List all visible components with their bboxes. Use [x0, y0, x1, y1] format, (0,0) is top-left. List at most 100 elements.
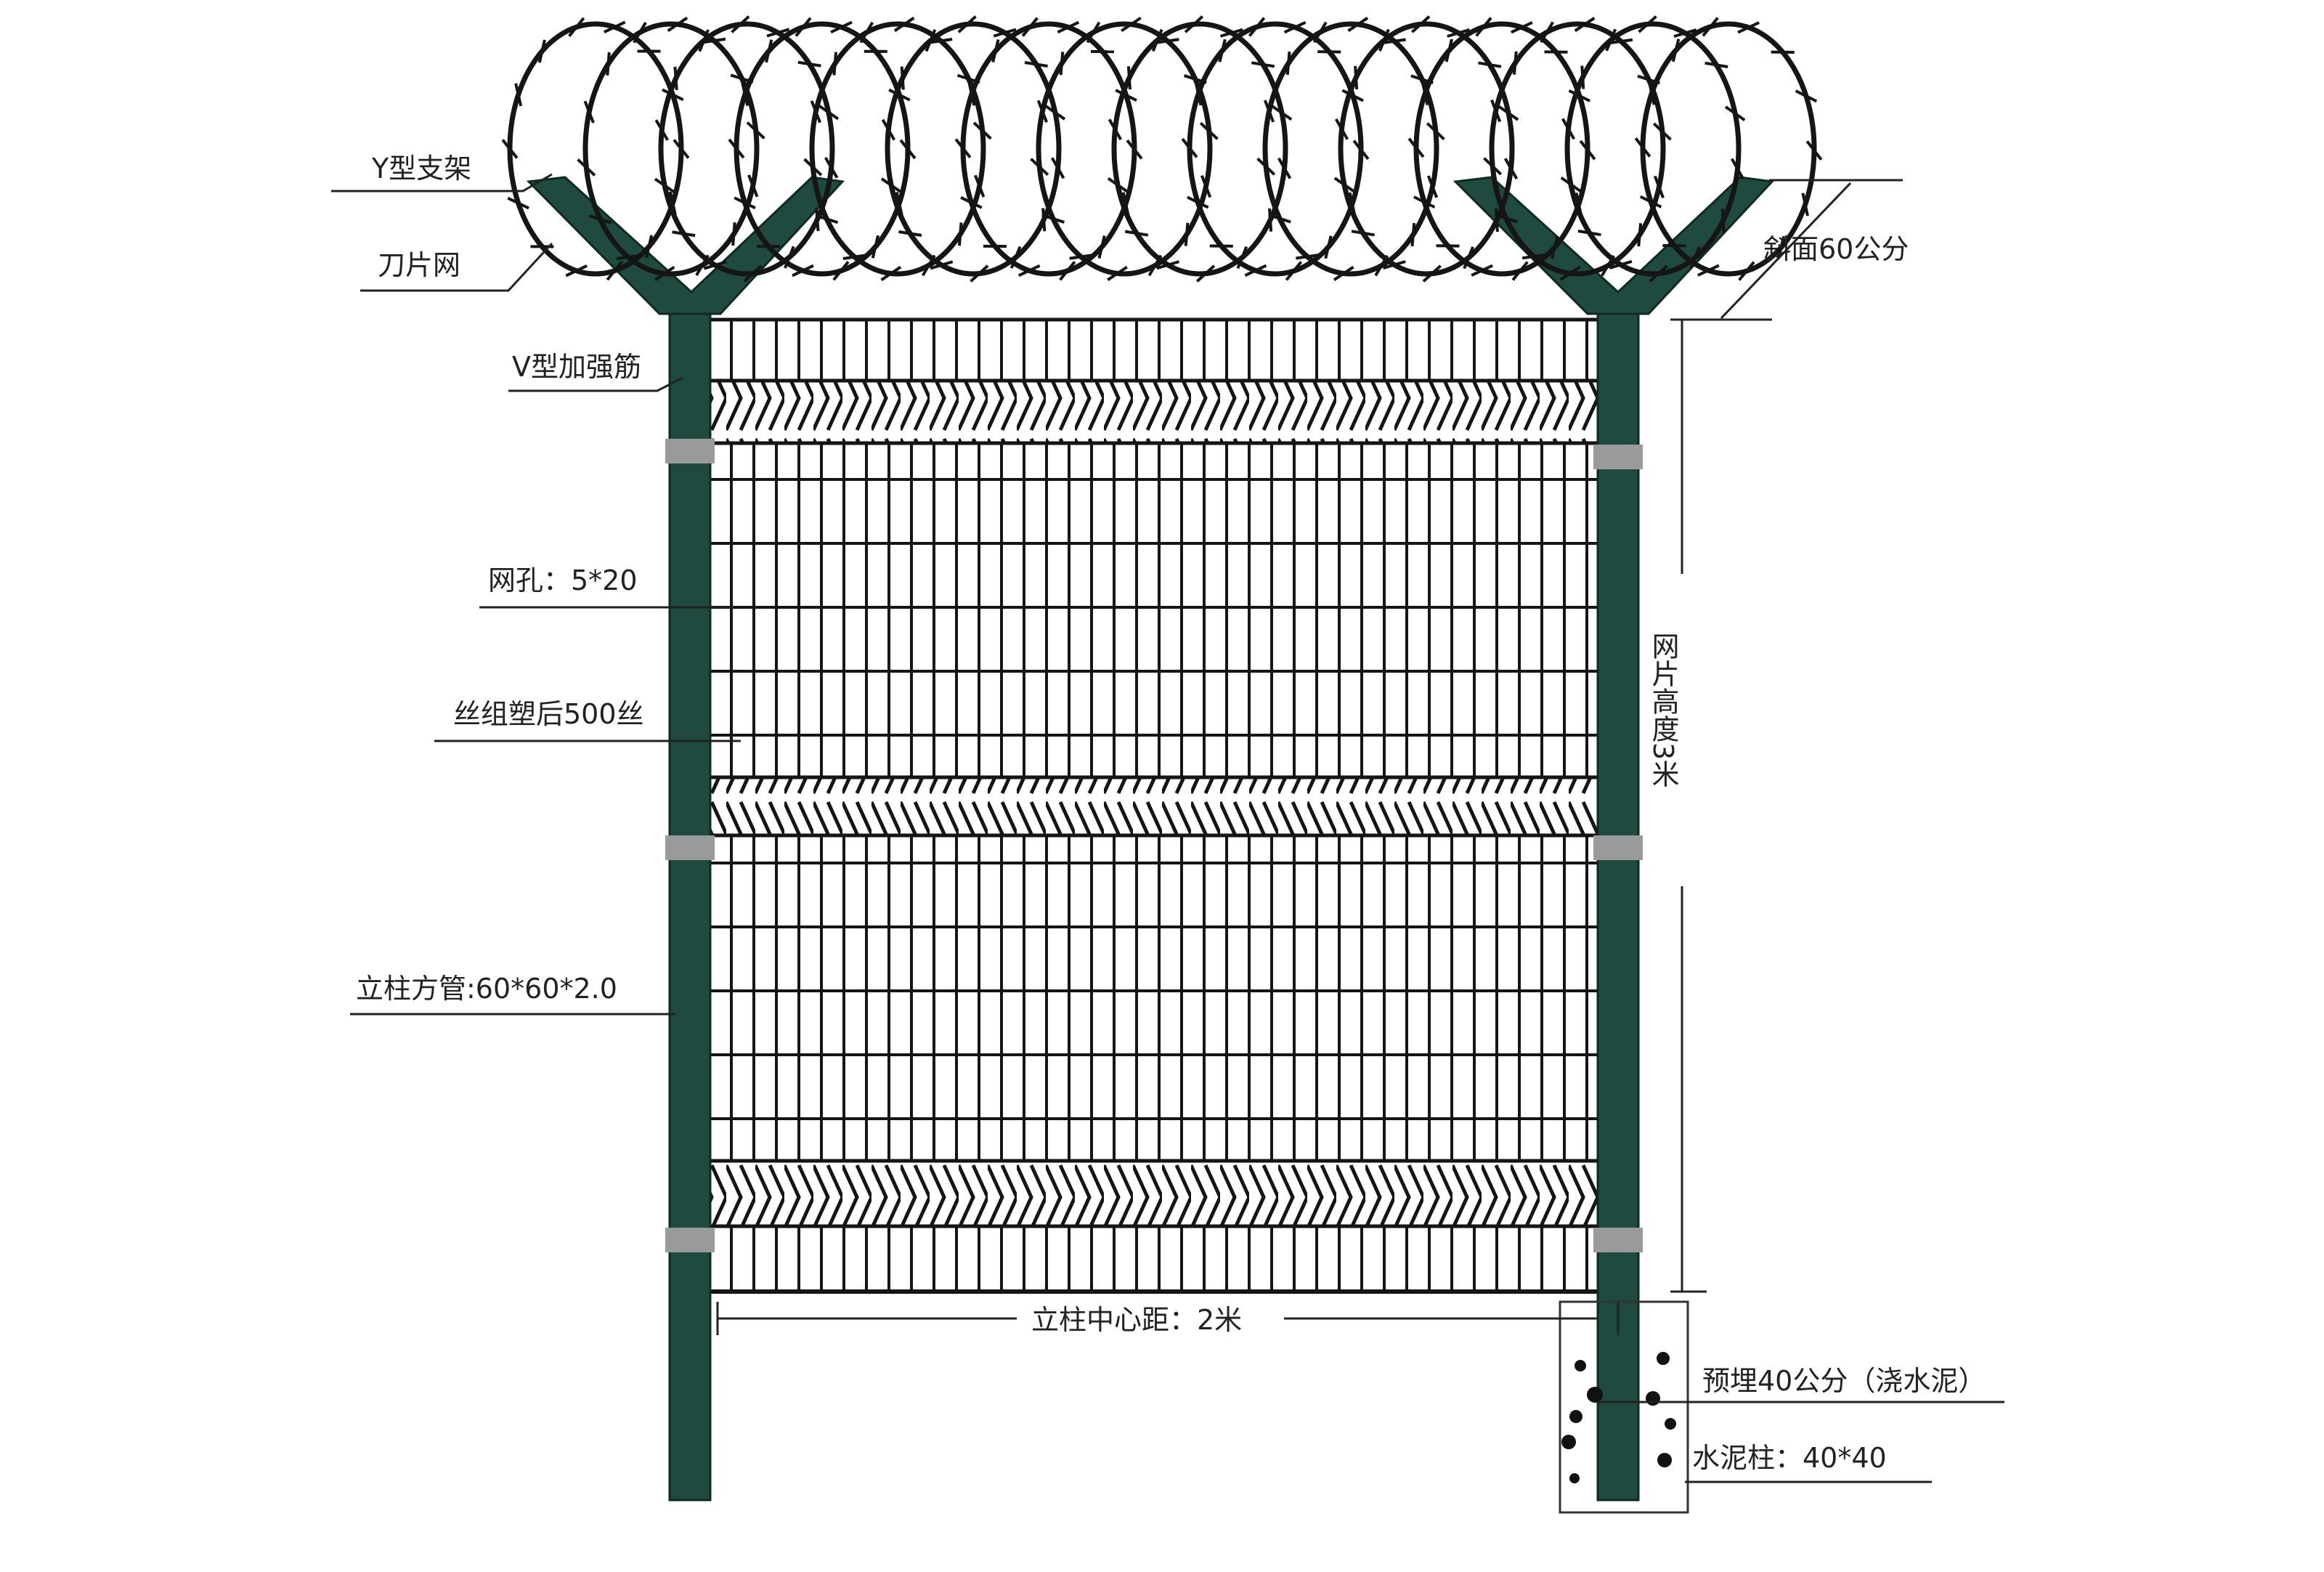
mesh-panel	[686, 317, 1625, 1294]
razor-barb	[1184, 15, 1204, 33]
razor-coil	[1489, 21, 1666, 277]
razor-barb	[1107, 177, 1129, 193]
razor-barb	[1673, 28, 1697, 39]
clamp	[665, 439, 715, 463]
razor-barb	[1413, 195, 1436, 209]
razor-barb	[1126, 66, 1131, 90]
razor-barb	[1637, 223, 1643, 247]
razor-barb	[741, 82, 749, 107]
razor-barb	[616, 254, 641, 261]
razor-coil	[960, 21, 1137, 277]
razor-barb	[1383, 260, 1406, 270]
razor-barb	[899, 139, 917, 160]
razor-barb	[743, 264, 763, 283]
razor-barb	[1333, 177, 1355, 193]
razor-barb	[673, 66, 678, 90]
razor-coil	[1338, 21, 1515, 277]
razor-barb	[792, 264, 814, 277]
v-rib-top	[686, 378, 1625, 445]
concrete-footing	[1559, 1300, 1689, 1514]
razor-barb	[1730, 158, 1745, 180]
razor-barb	[842, 254, 866, 260]
razor-barb	[1697, 264, 1720, 277]
razor-coil	[734, 21, 911, 277]
razor-barb	[1341, 89, 1364, 102]
razor-barb	[1648, 81, 1656, 105]
razor-barb	[871, 235, 879, 259]
label-embed: 预埋40公分（浇水泥）	[1702, 1365, 1986, 1397]
razor-barb	[1097, 235, 1106, 259]
razor-barb	[588, 214, 612, 224]
razor-barb	[1219, 28, 1243, 38]
razor-coil	[885, 21, 1062, 277]
razor-barb	[1263, 100, 1275, 123]
razor-barb	[606, 52, 611, 76]
label-panel-height: 网片高度3米	[1647, 632, 1679, 787]
razor-barb	[900, 66, 905, 90]
razor-barb	[672, 230, 696, 238]
razor-barb	[1059, 52, 1065, 76]
razor-barb	[565, 264, 588, 277]
razor-barb	[1550, 235, 1559, 259]
razor-barb	[1199, 121, 1219, 140]
mesh-bottom-strip	[702, 1224, 1607, 1294]
razor-barb	[929, 38, 953, 44]
label-cement-post: 水泥柱：40*40	[1692, 1442, 1887, 1474]
razor-barb	[1296, 254, 1320, 260]
razor-barb	[702, 37, 726, 44]
razor-barb	[1036, 100, 1049, 123]
razor-barb	[797, 60, 821, 68]
razor-barb	[1256, 157, 1276, 176]
label-post-spacing: 立柱中心距：2米	[1031, 1304, 1242, 1336]
razor-barb	[1503, 158, 1519, 180]
razor-barb	[1181, 137, 1198, 158]
razor-barb	[1426, 175, 1439, 198]
razor-barb	[1475, 17, 1492, 37]
razor-barb	[662, 88, 684, 102]
razor-barb	[880, 265, 902, 282]
razor-barb	[1653, 175, 1665, 199]
razor-barb	[970, 264, 989, 283]
mesh-grid-upper	[702, 441, 1607, 779]
razor-barb	[1086, 21, 1101, 44]
razor-barb	[1447, 28, 1470, 38]
razor-barb	[698, 29, 710, 52]
razor-barb	[1521, 253, 1546, 260]
razor-barb	[888, 88, 911, 102]
razor-barb	[537, 39, 546, 63]
razor-barb	[1776, 235, 1786, 259]
razor-barb	[1609, 259, 1633, 270]
mesh-grid-lower	[702, 833, 1607, 1163]
clamp	[1593, 1228, 1643, 1252]
razor-barb	[1737, 21, 1760, 34]
razor-barb	[507, 196, 529, 210]
razor-barb	[957, 15, 977, 33]
razor-barb	[1351, 230, 1375, 237]
razor-barb	[832, 261, 850, 281]
razor-barb	[577, 158, 596, 177]
razor-barb	[568, 17, 585, 38]
label-wire-diameter: 丝组塑后500丝	[453, 698, 644, 730]
razor-barb	[1283, 20, 1307, 34]
razor-barb	[673, 139, 690, 159]
razor-barb	[960, 196, 983, 209]
razor-barb	[1445, 39, 1454, 62]
razor-coil	[658, 21, 835, 277]
razor-barb	[1030, 158, 1049, 177]
razor-barb	[606, 260, 623, 281]
razor-barb	[1251, 61, 1275, 68]
razor-barb	[731, 222, 736, 246]
razor-barb	[1410, 222, 1416, 247]
razor-barb	[1187, 195, 1209, 209]
razor-barb	[1579, 139, 1596, 161]
razor-barb	[991, 39, 1000, 63]
razor-barb	[881, 118, 896, 141]
razor-barb	[1490, 99, 1502, 123]
razor-barb	[1560, 177, 1582, 193]
razor-barb	[734, 196, 756, 210]
razor-barb	[925, 29, 937, 52]
razor-barb	[972, 121, 992, 140]
razor-barb	[1720, 208, 1726, 232]
razor-barb	[1268, 213, 1291, 224]
razor-barb	[1511, 21, 1533, 34]
